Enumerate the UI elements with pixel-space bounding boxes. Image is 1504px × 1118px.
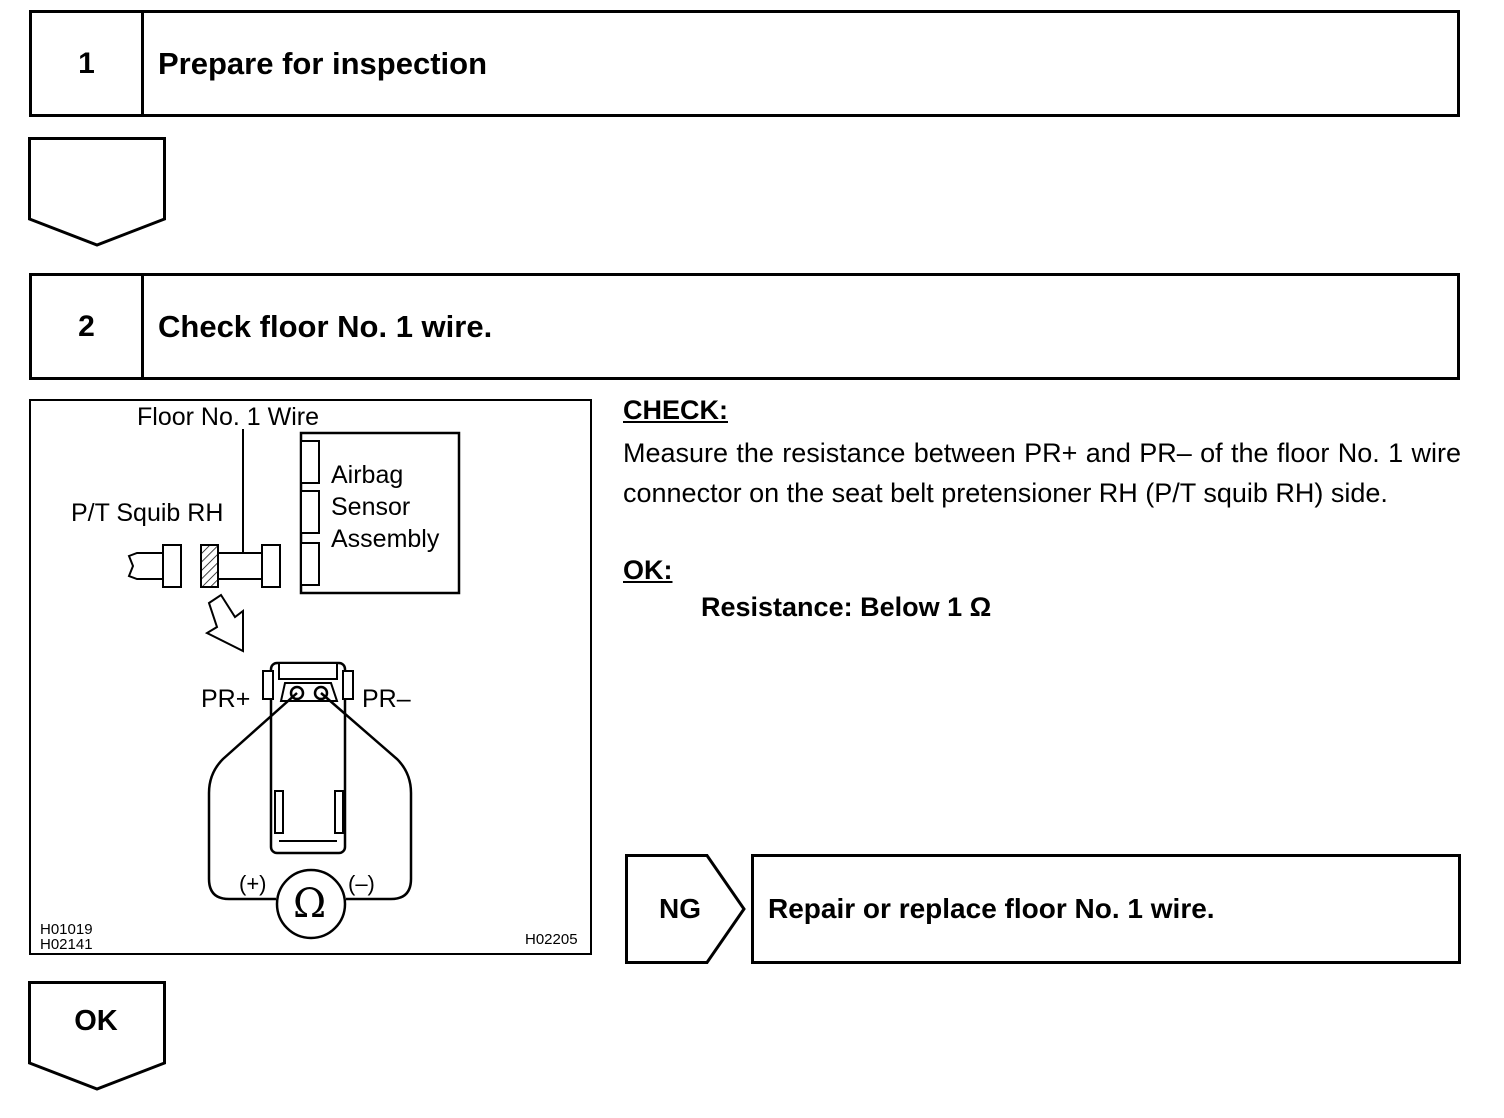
step-1-number: 1	[32, 13, 144, 114]
figure-code-1: H01019	[40, 921, 93, 938]
ok-heading: OK:	[623, 555, 673, 585]
down-arrow-icon	[28, 137, 166, 247]
step-1-title: Prepare for inspection	[158, 45, 488, 81]
plus-terminal-sign: (+)	[239, 871, 267, 896]
wiring-diagram: Floor No. 1 Wire P/T Squib RH Airbag Sen…	[29, 399, 592, 955]
diagram-drawing	[127, 429, 461, 940]
ohm-icon: Ω	[293, 881, 327, 927]
ng-action-box: Repair or replace floor No. 1 wire.	[751, 854, 1461, 964]
step-1-header: 1 Prepare for inspection	[29, 10, 1460, 117]
figure-code-3: H02205	[525, 931, 578, 948]
down-arrow-icon	[28, 981, 166, 1091]
figure-code-2: H02141	[40, 936, 93, 953]
minus-terminal-sign: (–)	[348, 871, 375, 896]
squib-label: P/T Squib RH	[71, 499, 224, 527]
ng-tag: NG	[625, 854, 747, 964]
step-2-title: Check floor No. 1 wire.	[158, 308, 493, 344]
check-instructions: Measure the resistance between PR+ and P…	[623, 438, 1461, 508]
sensor-label-line-3: Assembly	[331, 525, 440, 553]
ok-flow-arrow: OK	[28, 981, 166, 1093]
step-2-header: 2 Check floor No. 1 wire.	[29, 273, 1460, 380]
ng-label: NG	[659, 893, 701, 924]
pr-minus-label: PR–	[362, 685, 411, 713]
step-2-number: 2	[32, 276, 144, 377]
wire-label: Floor No. 1 Wire	[137, 403, 319, 431]
direction-arrow-icon	[204, 593, 244, 653]
sensor-label-line-2: Sensor	[331, 493, 411, 521]
resistance-spec: Resistance: Below 1 Ω	[701, 592, 992, 622]
ok-label: OK	[74, 1005, 118, 1037]
right-arrow-icon	[625, 854, 746, 964]
ohmmeter	[275, 868, 347, 940]
sensor-label-line-1: Airbag	[331, 461, 404, 489]
flow-arrow-1	[28, 137, 166, 249]
check-heading: CHECK:	[623, 395, 728, 425]
pr-plus-label: PR+	[201, 685, 251, 713]
